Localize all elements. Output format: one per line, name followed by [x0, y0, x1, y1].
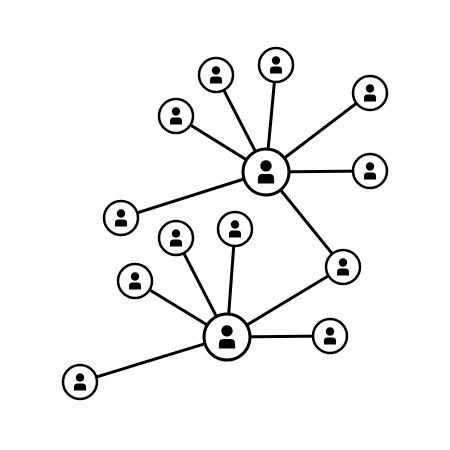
person-icon — [74, 373, 86, 391]
node-peer-12 — [61, 363, 99, 401]
person-icon — [324, 327, 336, 345]
node-peer-1 — [197, 56, 235, 94]
node-peer-4 — [351, 152, 389, 190]
node-circle — [351, 74, 389, 112]
node-circle — [241, 147, 291, 197]
node-peer-2 — [257, 46, 295, 84]
node-peer-6 — [102, 199, 140, 237]
node-peer-5 — [157, 97, 195, 135]
node-hub-bottom — [202, 312, 252, 362]
person-icon — [229, 220, 241, 238]
person-icon — [170, 107, 182, 125]
node-circle — [202, 312, 252, 362]
node-circle — [102, 199, 140, 237]
node-circle — [197, 56, 235, 94]
person-icon — [337, 258, 349, 276]
person-icon — [115, 209, 127, 227]
person-icon — [170, 229, 182, 247]
node-circle — [216, 210, 254, 248]
people-nodes — [61, 46, 389, 401]
node-peer-10 — [116, 262, 154, 300]
node-peer-9 — [157, 219, 195, 257]
person-icon — [270, 56, 282, 74]
node-circle — [116, 262, 154, 300]
node-circle — [311, 317, 349, 355]
node-hub-top — [241, 147, 291, 197]
person-icon — [364, 162, 376, 180]
node-peer-11 — [311, 317, 349, 355]
node-peer-3 — [351, 74, 389, 112]
node-peer-8 — [216, 210, 254, 248]
edge-hub-top-peer-6 — [120, 170, 267, 220]
person-icon — [210, 66, 222, 84]
node-circle — [257, 46, 295, 84]
node-circle — [61, 363, 99, 401]
edge-hub-bottom-peer-12 — [79, 335, 228, 384]
node-circle — [157, 219, 195, 257]
person-icon — [257, 160, 275, 184]
node-circle — [351, 152, 389, 190]
person-icon — [218, 325, 236, 349]
person-icon — [364, 84, 376, 102]
node-circle — [324, 248, 362, 286]
node-peer-7 — [324, 248, 362, 286]
person-icon — [129, 272, 141, 290]
node-circle — [157, 97, 195, 135]
